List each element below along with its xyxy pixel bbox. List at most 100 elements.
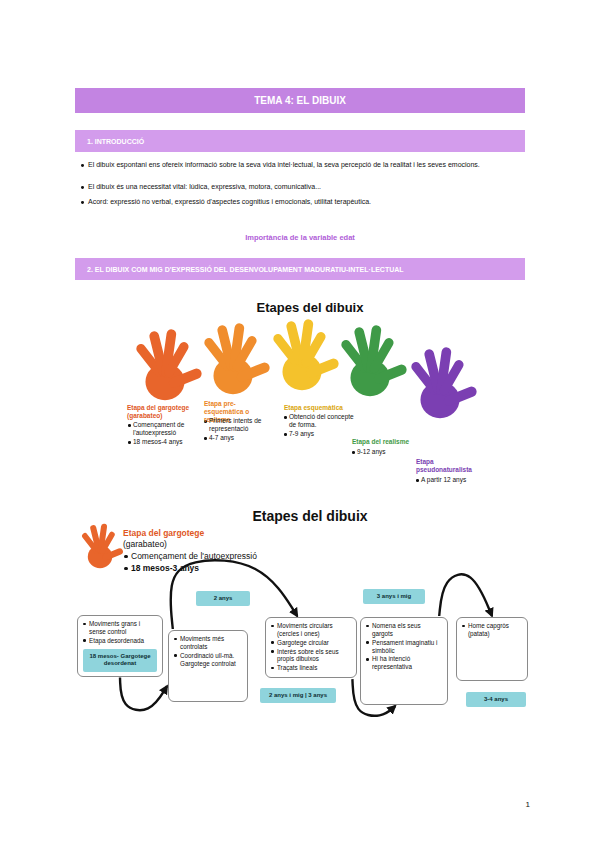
age-tag: 2 anys i mig | 3 anys: [260, 688, 336, 703]
stage-box: Moviments grans i sense controlEtapa des…: [77, 615, 163, 677]
bullet-dot: [284, 416, 287, 419]
bullet-dot: [271, 625, 274, 628]
section-heading: 1. INTRODUCCIÓ: [87, 138, 144, 145]
text-row: Coordinació ull-mà. Gargotege controlat: [173, 652, 243, 668]
age-label: 18 mesos- Gargotege desordenat: [89, 653, 150, 666]
section-title: Etapes del dibuix: [200, 508, 420, 526]
bullet-text: Començament de l'autoexpressió: [131, 551, 291, 562]
text-row: Gargotege circular: [270, 639, 352, 647]
text-row: 1. INTRODUCCIÓ: [87, 138, 144, 145]
stage-box: Moviments més controlatsCoordinació ull-…: [168, 630, 248, 702]
page-title: TEMA 4: EL DIBUIX: [254, 95, 346, 106]
bullet-dot: [366, 658, 369, 661]
text-row: 2. EL DIBUIX COM MIG D'EXPRESSIÓ DEL DES…: [87, 266, 404, 273]
text-label: Etapa esquemàtica: [284, 404, 354, 412]
bullet-text: Primers intents de representació: [209, 417, 275, 433]
text-row: 2 anys: [199, 595, 247, 602]
title-band: TEMA 4: EL DIBUIX: [75, 88, 525, 113]
green-hand: [339, 325, 408, 396]
bullet-text: Home capgròs (patata): [468, 622, 509, 637]
bullet-text: El dibuix espontani ens ofereix informac…: [88, 161, 525, 170]
section-band: 1. INTRODUCCIÓ: [75, 130, 525, 152]
bullet-text: Obtenció del concepte de forma.: [289, 413, 355, 429]
text-row: Hi ha intenció representativa: [365, 655, 443, 671]
age-label: 3 anys i mig: [377, 593, 411, 599]
stage-box: Nomena els seus gargotsPensament imagina…: [360, 617, 448, 705]
bullet-dot: [174, 638, 177, 641]
orange-hand: [202, 323, 271, 394]
orange-hand: [81, 523, 124, 568]
purple-hand: [409, 347, 478, 418]
bullet-text: Començament de l'autoexpressió: [133, 421, 201, 437]
bullet-dot: [81, 201, 84, 204]
bullet-text: Moviments més controlats: [180, 635, 224, 650]
bullet-dot: [81, 164, 84, 167]
bullet-dot: [204, 437, 207, 440]
bullet-dot: [271, 650, 274, 653]
bullet-text: 4-7 anys: [209, 434, 275, 442]
bullet-text: Hi ha intenció representativa: [372, 655, 412, 670]
text-row: Moviments circulars (cercles i ones): [270, 622, 352, 638]
age-label: 2 anys i mig | 3 anys: [269, 692, 327, 698]
bullet-text: Nomena els seus gargots: [372, 622, 421, 637]
bullet-text: A partir 12 anys: [421, 476, 491, 484]
bullet-text: Moviments grans i sense control: [89, 620, 140, 635]
text-row: 3 anys i mig: [366, 593, 422, 600]
bullet-dot: [124, 555, 128, 559]
bullet-text: Etapa desordenada: [89, 637, 144, 644]
text-label: Etapa del gargotege (garabateo): [127, 404, 201, 420]
age-tag: 2 anys: [196, 591, 250, 606]
bullet-dot: [83, 623, 86, 626]
stage-box: Home capgròs (patata): [456, 617, 528, 681]
bullet-text: Pensament imaginatiu i simbòlic: [372, 639, 437, 654]
text-label: Importància de la variable edat: [75, 233, 525, 242]
yellow-hand: [271, 319, 340, 390]
bullet-dot: [416, 479, 419, 482]
bullet-text: Interès sobre els seus propis dibuixos: [277, 648, 339, 663]
text-row: 18 mesos- Gargotege desordenat: [86, 653, 154, 667]
bullet-dot: [83, 639, 86, 642]
bullet-dot: [128, 424, 131, 427]
text-label: Etapa del gargotege: [123, 528, 215, 539]
age-tag: 18 mesos- Gargotege desordenat: [83, 649, 157, 671]
bullet-text: 7-9 anys: [289, 430, 355, 438]
curved-arrow: [120, 678, 167, 711]
text-row: Traçats lineals: [270, 664, 352, 672]
curved-arrow: [439, 574, 492, 616]
text-row: Pensament imaginatiu i simbòlic: [365, 639, 443, 655]
text-row: Nomena els seus gargots: [365, 622, 443, 638]
section-band: 2. EL DIBUIX COM MIG D'EXPRESSIÓ DEL DES…: [75, 258, 525, 280]
text-row: 2 anys i mig | 3 anys: [263, 692, 333, 699]
age-tag: 3 anys i mig: [363, 589, 425, 604]
bullet-dot: [366, 641, 369, 644]
text-row: 3-4 anys: [469, 696, 523, 703]
text-label: 1: [510, 800, 530, 810]
bullet-text: Gargotege circular: [277, 639, 329, 646]
bullet-dot: [366, 625, 369, 628]
text-row: Moviments grans i sense control: [82, 620, 158, 636]
text-row: Etapa desordenada: [82, 637, 158, 645]
bullet-text: El dibuix és una necessitat vital: lúdic…: [88, 183, 525, 192]
bullet-dot: [124, 567, 128, 571]
bullet-dot: [462, 625, 465, 628]
bullet-text: Coordinació ull-mà. Gargotege controlat: [180, 652, 236, 667]
bullet-text: 9-12 anys: [357, 448, 417, 456]
text-label: (garabateo): [123, 539, 203, 550]
stage-box: Moviments circulars (cercles i ones) Garg…: [265, 617, 357, 678]
orange-hand: [134, 329, 203, 400]
bullet-text: 18 mesos-3 anys: [131, 563, 291, 574]
text-row: Moviments més controlats: [173, 635, 243, 651]
section-title: Etapes del dibuix: [200, 300, 420, 316]
text-label: Etapa pseudonaturalista: [416, 458, 488, 474]
bullet-dot: [352, 451, 355, 454]
text-label: Etapa del realisme: [352, 438, 422, 446]
bullet-text: Acord: expressió no verbal, expressió d'…: [88, 198, 525, 207]
section-heading: 2. EL DIBUIX COM MIG D'EXPRESSIÓ DEL DES…: [87, 266, 404, 273]
bullet-text: Moviments circulars (cercles i ones): [277, 622, 333, 637]
bullet-dot: [271, 667, 274, 670]
bullet-text: Traçats lineals: [277, 664, 317, 671]
bullet-dot: [174, 654, 177, 657]
age-tag: 3-4 anys: [466, 692, 526, 707]
text-row: Interès sobre els seus propis dibuixos: [270, 648, 352, 664]
bullet-dot: [271, 641, 274, 644]
